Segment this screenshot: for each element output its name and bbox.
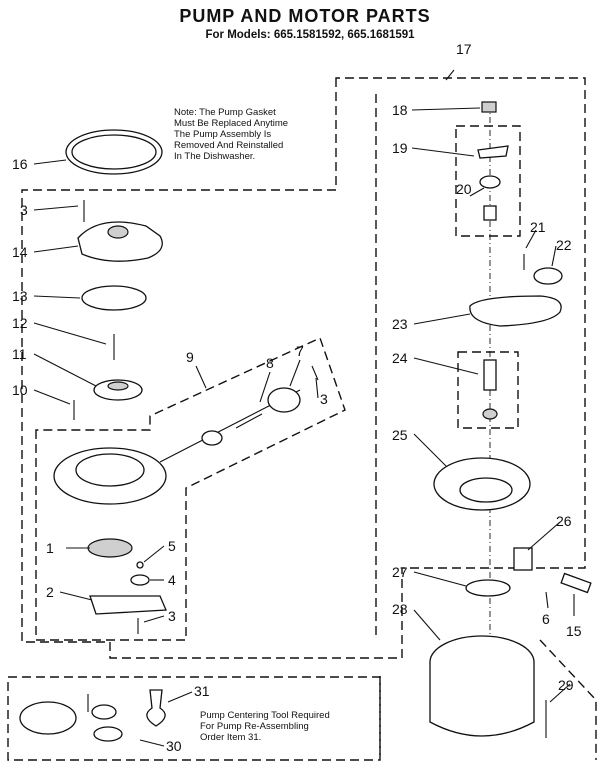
bracket-19 <box>477 145 509 159</box>
callout-10: 10 <box>12 382 28 398</box>
note-bottom: Pump Centering Tool Required For Pump Re… <box>200 710 330 743</box>
callout-11: 11 <box>12 346 27 362</box>
callout-6: 6 <box>542 611 550 627</box>
slinger-27 <box>465 579 511 597</box>
callout-16: 16 <box>12 156 28 172</box>
callout-3-right: 3 <box>320 391 328 407</box>
note-top-line-4: Removed And Reinstalled <box>174 140 283 151</box>
leader-lines <box>33 69 575 747</box>
diagram-title: PUMP AND MOTOR PARTS <box>179 6 430 26</box>
switch-15 <box>560 572 592 594</box>
callout-19: 19 <box>392 140 408 156</box>
motor-housing-25-inner <box>459 477 513 503</box>
callout-15: 15 <box>566 623 582 639</box>
callout-22: 22 <box>556 237 572 253</box>
shaft-24 <box>483 359 497 391</box>
note-bottom-line-1: Pump Centering Tool Required <box>200 710 330 721</box>
spring-8 <box>235 413 263 429</box>
kit-oring-a <box>91 704 117 720</box>
note-top-line-2: Must Be Replaced Anytime <box>174 118 288 129</box>
pump-assembly-outline <box>21 77 586 659</box>
callout-17: 17 <box>456 41 472 57</box>
bearing-24 <box>482 408 498 420</box>
pump-housing-inner <box>75 453 145 487</box>
callout-25: 25 <box>392 427 408 443</box>
kit-oring-b <box>93 726 123 742</box>
pump-gasket-16-inner <box>71 134 157 170</box>
ball-5 <box>136 561 144 569</box>
note-top: Note: The Pump Gasket Must Be Replaced A… <box>174 107 288 162</box>
callout-5: 5 <box>168 538 176 554</box>
callout-21: 21 <box>530 219 546 235</box>
callout-27: 27 <box>392 564 408 580</box>
callouts: 16 3 14 13 12 11 10 1 2 5 4 3 9 8 7 3 17… <box>12 41 582 754</box>
callout-3-bottom: 3 <box>168 608 176 624</box>
callout-9: 9 <box>186 349 194 365</box>
valve-body <box>201 430 223 446</box>
nut-18 <box>481 101 497 113</box>
o-ring-13 <box>81 285 147 311</box>
pump-cover-14 <box>77 221 163 262</box>
diagram-subtitle: For Models: 665.1581592, 665.1681591 <box>205 29 415 41</box>
mount-plate-23 <box>469 295 562 327</box>
callout-29: 29 <box>558 677 574 693</box>
diaphragm-7 <box>267 387 301 413</box>
bracket-2 <box>89 595 167 615</box>
callout-18: 18 <box>392 102 408 118</box>
callout-28: 28 <box>392 601 408 617</box>
note-bottom-line-3: Order Item 31. <box>200 732 261 743</box>
service-kit-outline <box>7 676 381 761</box>
kit-gasket <box>19 701 77 735</box>
note-bottom-line-2: For Pump Re-Assembling <box>200 721 309 732</box>
grommet-22 <box>533 267 563 285</box>
callout-30: 30 <box>166 738 182 754</box>
pump-cover-hub <box>107 225 129 239</box>
callout-7: 7 <box>296 343 304 359</box>
callout-3-top: 3 <box>20 202 28 218</box>
callout-13: 13 <box>12 288 28 304</box>
coupling-20 <box>483 205 497 221</box>
filter-1 <box>87 538 133 558</box>
callout-31: 31 <box>194 683 210 699</box>
note-top-line-3: The Pump Assembly Is <box>174 129 271 140</box>
callout-26: 26 <box>556 513 572 529</box>
spring-20 <box>479 175 501 189</box>
ring-4 <box>130 574 150 586</box>
callout-4: 4 <box>168 572 176 588</box>
callout-2: 2 <box>46 584 54 600</box>
note-top-line-1: Note: The Pump Gasket <box>174 107 276 118</box>
centering-tool-31 <box>146 689 166 727</box>
item-19-group-outline <box>455 125 521 237</box>
callout-23: 23 <box>392 316 408 332</box>
impeller-11-hub <box>107 381 129 391</box>
callout-20: 20 <box>456 181 472 197</box>
callout-1: 1 <box>46 540 54 556</box>
callout-14: 14 <box>12 244 28 260</box>
note-top-line-5: In The Dishwasher. <box>174 151 255 162</box>
relay-26 <box>513 547 533 571</box>
item-9-group-outline <box>35 337 346 641</box>
motor-28-body <box>429 662 535 737</box>
callout-12: 12 <box>12 315 28 331</box>
callout-8: 8 <box>266 355 274 371</box>
callout-24: 24 <box>392 350 408 366</box>
screw-3-right <box>311 365 319 381</box>
